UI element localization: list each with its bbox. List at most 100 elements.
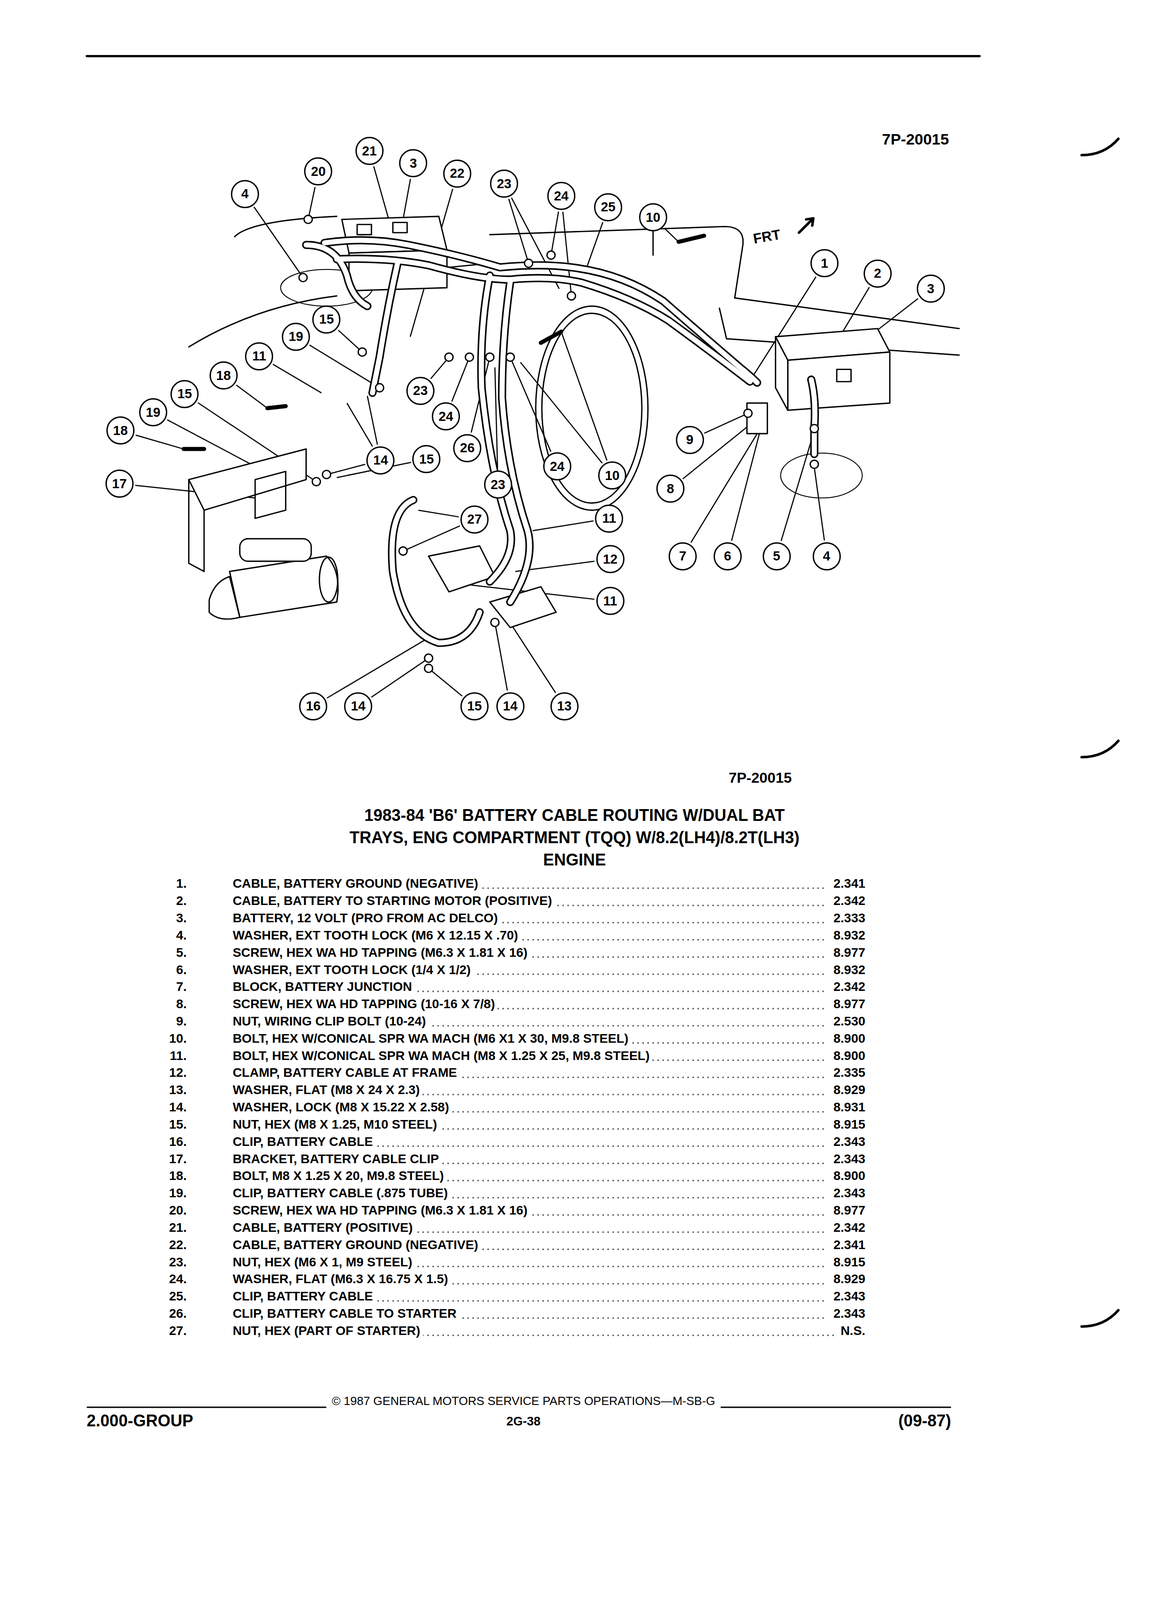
item-number: 7. bbox=[175, 978, 187, 996]
item-number: 11. bbox=[169, 1047, 187, 1065]
leader-line bbox=[86, 1406, 327, 1409]
item-number: 18. bbox=[169, 1167, 187, 1185]
leader-line bbox=[338, 329, 363, 352]
callout-number: 4 bbox=[230, 179, 260, 209]
leader-line bbox=[508, 199, 529, 264]
part-description: SCREW, HEX WA HD TAPPING (10-16 X 7/8) bbox=[232, 995, 498, 1013]
callout-number: 23 bbox=[406, 376, 435, 405]
callout-number: 27 bbox=[460, 505, 489, 534]
illustration-circle bbox=[744, 409, 753, 418]
part-code: 2.343 bbox=[830, 1133, 866, 1151]
illustration-path bbox=[306, 244, 368, 307]
part-description: BOLT, HEX W/CONICAL SPR WA MACH (M8 X 1.… bbox=[232, 1047, 653, 1065]
leader-line bbox=[494, 367, 498, 469]
callout-number: 8 bbox=[656, 474, 685, 503]
part-code: 8.929 bbox=[830, 1270, 866, 1288]
illustration-path bbox=[188, 449, 306, 511]
callout-number: 12 bbox=[596, 544, 625, 574]
leader-line bbox=[308, 186, 315, 220]
part-description: CABLE, BATTERY GROUND (NEGATIVE) bbox=[232, 874, 481, 893]
leader-line bbox=[236, 384, 268, 409]
part-description: CABLE, BATTERY GROUND (NEGATIVE) bbox=[232, 1236, 481, 1254]
illustration-g bbox=[306, 240, 815, 644]
illustration-path bbox=[188, 479, 205, 572]
callout-number: 19 bbox=[139, 398, 168, 427]
part-code: 2.333 bbox=[830, 909, 866, 927]
part-code: 8.977 bbox=[830, 944, 866, 962]
callout-number: 16 bbox=[299, 692, 328, 721]
part-code: 2.342 bbox=[830, 1218, 866, 1237]
callout-number: 15 bbox=[170, 379, 199, 409]
part-code: 2.341 bbox=[830, 874, 866, 893]
callout-number: 14 bbox=[496, 692, 525, 721]
item-number: 12. bbox=[169, 1064, 187, 1082]
item-number: 15. bbox=[169, 1115, 187, 1134]
part-description: CABLE, BATTERY (POSITIVE) bbox=[232, 1218, 416, 1237]
item-number: 22. bbox=[169, 1236, 187, 1254]
illustration-circle bbox=[424, 664, 433, 673]
callout-number: 15 bbox=[460, 692, 489, 721]
callout-number: 18 bbox=[209, 361, 238, 390]
illustration-path bbox=[1081, 1309, 1119, 1327]
item-number: 24. bbox=[169, 1270, 187, 1288]
revision-date: (09-87) bbox=[898, 1411, 951, 1431]
leader-line bbox=[428, 668, 463, 697]
item-number: 9. bbox=[175, 1012, 187, 1030]
illustration-circle bbox=[444, 353, 454, 362]
part-code: 8.977 bbox=[830, 995, 866, 1013]
callout-number: 14 bbox=[344, 692, 373, 721]
illustration-ellipse bbox=[780, 453, 863, 499]
part-code: 2.335 bbox=[830, 1064, 866, 1082]
illustration-path bbox=[372, 261, 398, 394]
illustration-path bbox=[183, 446, 205, 451]
illustration-g bbox=[306, 240, 815, 644]
part-description: CLAMP, BATTERY CABLE AT FRAME bbox=[232, 1064, 460, 1082]
part-code: 8.900 bbox=[830, 1047, 866, 1065]
illustration-path bbox=[734, 298, 960, 329]
illustration-path bbox=[254, 471, 286, 519]
leader-line bbox=[781, 430, 815, 541]
item-number: 3. bbox=[175, 909, 187, 927]
illustration-path bbox=[372, 261, 398, 394]
figure-number: 7P-20015 bbox=[881, 130, 949, 149]
callout-number: 9 bbox=[675, 425, 705, 455]
leader-line bbox=[309, 344, 380, 388]
illustration-circle bbox=[358, 348, 367, 357]
illustration-path bbox=[678, 235, 705, 242]
part-code: 2.343 bbox=[830, 1304, 866, 1323]
part-code: 2.343 bbox=[830, 1287, 866, 1305]
callout-number: 2 bbox=[863, 259, 892, 288]
part-code: 2.342 bbox=[830, 978, 866, 996]
callout-number: 11 bbox=[596, 586, 625, 615]
item-number: 17. bbox=[169, 1150, 187, 1168]
item-number: 25. bbox=[169, 1287, 187, 1305]
callout-number: 6 bbox=[713, 542, 742, 571]
illustration-path bbox=[229, 555, 339, 618]
callout-number: 1 bbox=[810, 249, 839, 278]
part-description: NUT, HEX (PART OF STARTER) bbox=[232, 1322, 424, 1340]
callout-number: 23 bbox=[484, 470, 513, 499]
illustration-rect bbox=[239, 538, 312, 561]
part-code: 2.343 bbox=[830, 1150, 866, 1168]
part-code: 8.900 bbox=[830, 1167, 866, 1185]
callout-number: 23 bbox=[489, 169, 519, 198]
illustration-rect bbox=[392, 222, 407, 233]
leader-line bbox=[720, 1406, 952, 1409]
item-number: 16. bbox=[169, 1133, 187, 1151]
group-number: 2.000-GROUP bbox=[86, 1411, 194, 1431]
illustration-rect bbox=[357, 224, 372, 235]
illustration-path bbox=[775, 336, 788, 411]
part-code: 8.931 bbox=[830, 1098, 866, 1116]
leader-line bbox=[520, 362, 603, 464]
illustration-circle bbox=[424, 654, 433, 663]
leader-line bbox=[326, 637, 429, 699]
illustration-path bbox=[489, 586, 557, 628]
page-number: 2G-38 bbox=[506, 1414, 541, 1429]
illustration-circle bbox=[810, 459, 819, 469]
callout-number: 3 bbox=[916, 274, 945, 303]
part-code: 8.900 bbox=[830, 1029, 866, 1048]
illustration-circle bbox=[506, 353, 515, 362]
diagram-title: 1983-84 'B6' BATTERY CABLE ROUTING W/DUA… bbox=[347, 804, 802, 871]
callout-number: 19 bbox=[281, 322, 310, 351]
